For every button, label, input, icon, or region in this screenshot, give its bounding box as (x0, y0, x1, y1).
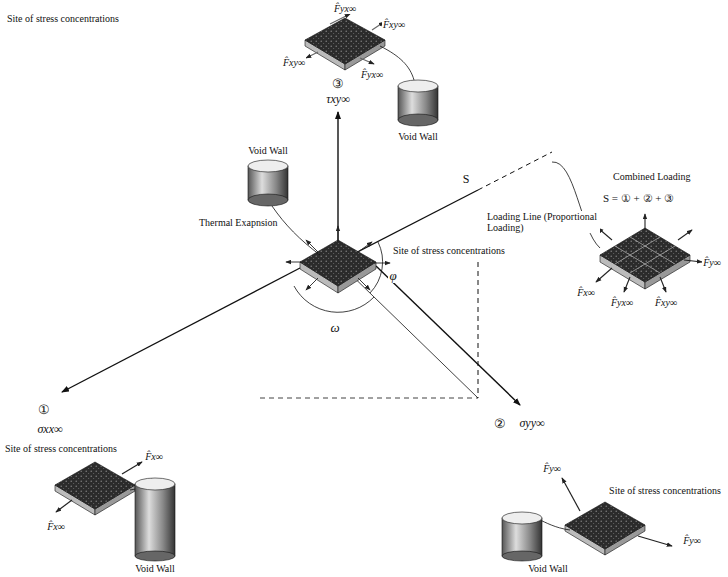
drawing-part (306, 278, 318, 290)
loading-line-label: Loading Line (Proportional Loading) (486, 211, 600, 233)
drawing-part (502, 512, 542, 524)
drawing-part (615, 237, 660, 264)
axis-label: σyy∞ (518, 417, 545, 430)
drawing-part (374, 263, 390, 264)
axis-label: σxx∞ (36, 423, 63, 436)
force-label: F̂x∞ (576, 287, 596, 298)
force-label: F̂y∞ (702, 257, 722, 268)
drawing-part (338, 226, 339, 242)
site-label: Site of stress concentrations (6, 13, 120, 24)
drawing-part (248, 194, 288, 206)
drawing-part (615, 237, 675, 273)
drawing-part (615, 246, 660, 273)
drawing-part (478, 152, 552, 190)
drawing-part (502, 551, 542, 561)
drawing-part (62, 268, 300, 392)
drawing-part (552, 162, 600, 248)
drawing-part (286, 262, 302, 263)
central-plate (272, 206, 390, 293)
force-label: F̂y∞ (542, 463, 562, 474)
force-label: F̂xy∞ (654, 297, 678, 308)
load-label: S (462, 173, 471, 186)
drawing-part (306, 52, 318, 58)
drawing-part (338, 262, 478, 398)
drawing-part (248, 160, 288, 172)
drawing-part (306, 240, 318, 252)
void-wall-label: Void Wall (247, 145, 289, 156)
drawing-part (540, 520, 570, 530)
callout-number: ② (493, 417, 507, 431)
drawing-part (380, 46, 414, 80)
drawing-part (565, 502, 645, 549)
drawing-part (398, 114, 438, 126)
drawing-part (478, 262, 479, 398)
force-label: F̂yx∞ (333, 3, 357, 14)
loading-line (260, 152, 600, 398)
thermal-label: Thermal Exapnsion (198, 217, 279, 228)
drawing-part (638, 536, 672, 546)
callout-number: ① (37, 403, 51, 417)
axis-label: τxy∞ (325, 93, 351, 106)
site-label: Site of stress concentrations (4, 443, 118, 454)
site-label: Site of stress concentrations (608, 485, 722, 496)
void-wall-cylinder (502, 512, 542, 561)
drawing-part (596, 214, 702, 292)
force-label: F̂y∞ (682, 535, 702, 546)
drawing-part (562, 478, 580, 511)
drawing-part (684, 260, 702, 262)
drawing-part (122, 462, 142, 474)
drawing-part (376, 266, 520, 405)
void-wall-cylinder (398, 80, 438, 126)
drawing-part (300, 240, 376, 286)
drawing-part (398, 80, 438, 92)
combined-plate (596, 214, 702, 292)
drawing-part (337, 112, 338, 242)
drawing-part (56, 500, 72, 512)
force-label: F̂yx∞ (610, 297, 634, 308)
site-label: Site of stress concentrations (392, 245, 506, 256)
combined-equation: S = ① + ② + ③ (602, 192, 675, 204)
angle-label: ω (329, 321, 340, 335)
void-wall-cylinder (135, 478, 175, 561)
force-label: F̂xy∞ (382, 19, 406, 30)
drawing-part (600, 228, 690, 282)
drawing-part (56, 462, 142, 512)
drawing-part (305, 18, 385, 64)
drawing-part (630, 237, 675, 264)
void-wall-label: Void Wall (134, 563, 176, 574)
void-wall-label: Void Wall (527, 563, 569, 574)
axes (62, 112, 520, 405)
shear-plate (305, 14, 414, 80)
drawing-part (330, 14, 350, 24)
force-label: F̂x∞ (46, 521, 66, 532)
drawing-part (358, 278, 370, 290)
drawing-part (272, 206, 320, 255)
void-wall-label: Void Wall (397, 131, 439, 142)
drawing-part (135, 551, 175, 561)
drawing-part (260, 398, 478, 399)
void-wall-cylinder (248, 160, 288, 206)
drawing-part (55, 462, 135, 509)
callout-number: ③ (331, 77, 345, 91)
force-label: F̂xy∞ (282, 57, 306, 68)
drawing-part (135, 478, 175, 490)
drawing-part (358, 242, 372, 252)
drawing-part (630, 246, 675, 273)
drawing-part (644, 214, 645, 230)
drawing-part (678, 230, 692, 240)
drawing-part (286, 226, 390, 290)
drawing-part (135, 484, 175, 556)
drawing-part (360, 58, 374, 64)
force-label: F̂x∞ (144, 451, 164, 462)
drawing-part (624, 277, 630, 292)
drawing-part (596, 268, 612, 282)
force-label: F̂yx∞ (360, 69, 384, 80)
angle-label: φ (388, 269, 397, 283)
combined-label: Combined Loading (612, 171, 692, 182)
drawing-part (598, 228, 612, 240)
drawing-part (660, 277, 666, 292)
drawing-part (306, 14, 384, 64)
